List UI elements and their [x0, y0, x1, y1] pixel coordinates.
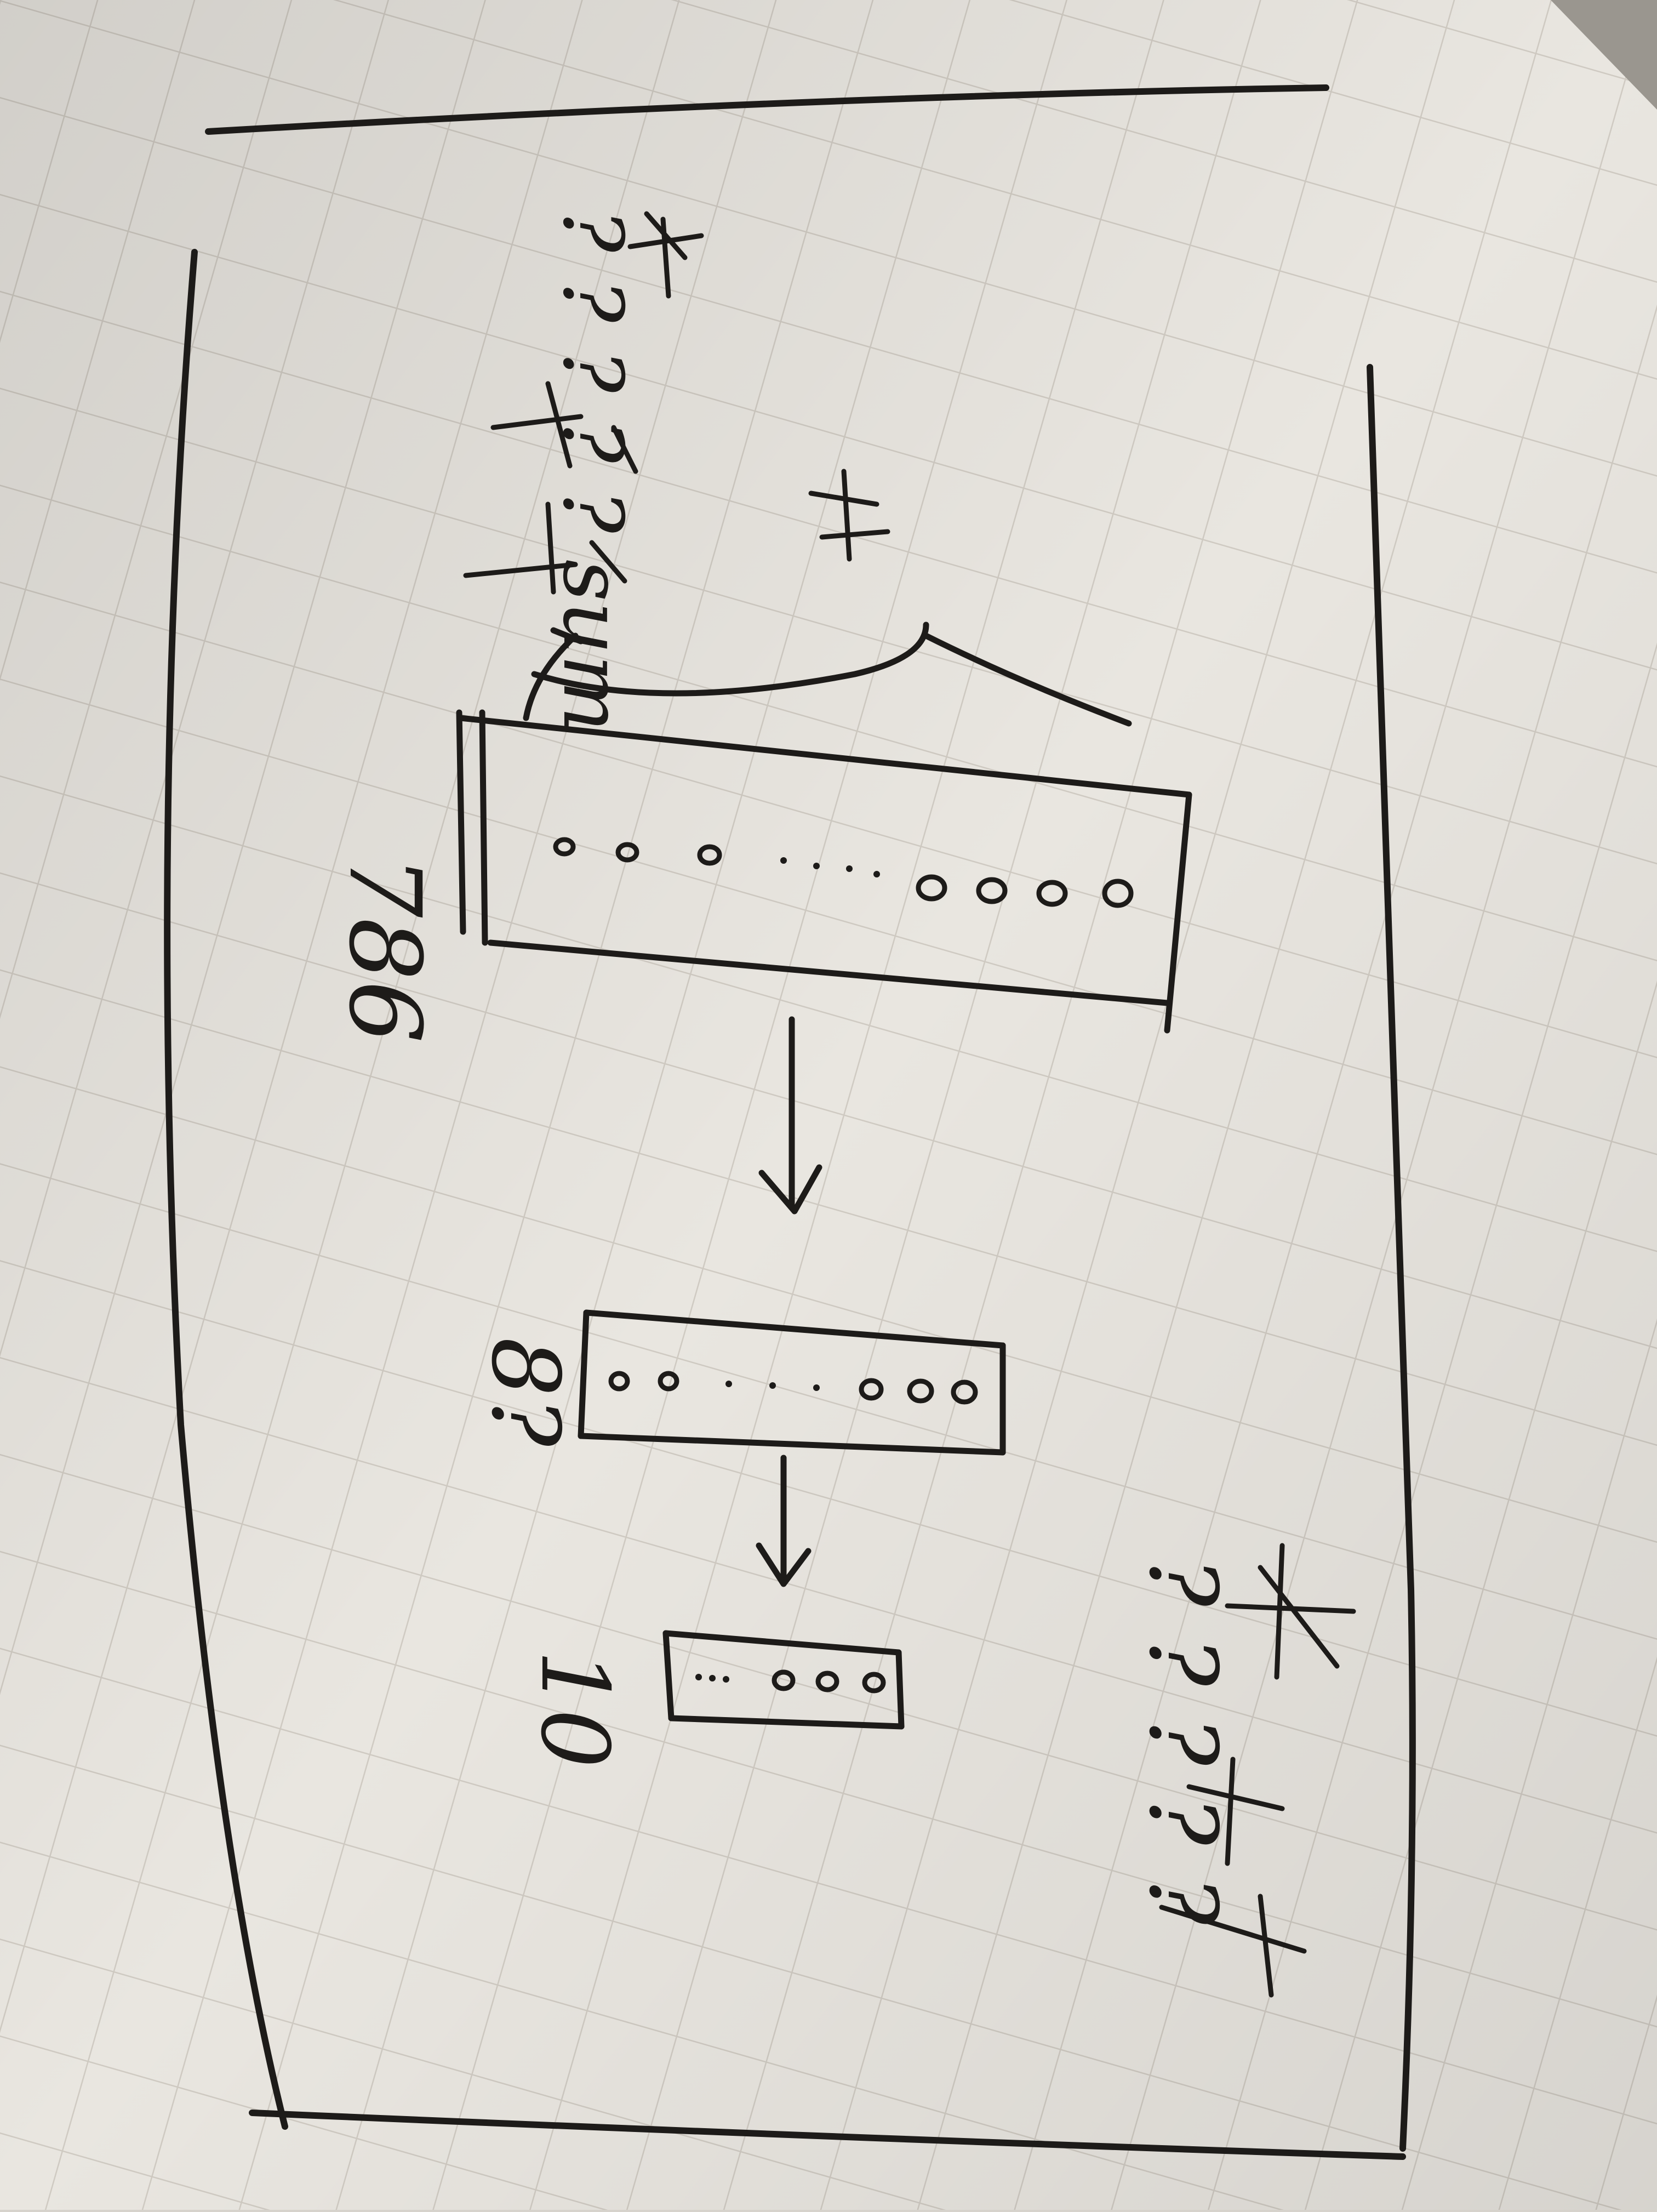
label-786: 786 [327, 855, 442, 1044]
handwriting-scribbles-top [463, 211, 890, 595]
annotation-bottom: ? ? ? ? ? [1128, 1557, 1237, 1925]
label-8x: 8? [471, 1337, 579, 1447]
arrow-786-to-8x [758, 1016, 822, 1215]
arrow-8x-to-10 [756, 1455, 812, 1587]
layer-neurons-786 [553, 837, 1134, 908]
outer-frame [164, 84, 1416, 2160]
layer-box-10 [662, 1630, 905, 1730]
handwriting-scribbles-bottom [1159, 1543, 1356, 1998]
layer-box-8x [578, 1309, 1006, 1456]
label-10: 10 [520, 1650, 628, 1768]
layer-neurons-8x [608, 1371, 978, 1405]
annotation-top: ? ? ? ? ? sum [545, 208, 640, 732]
layer-box-786 [456, 709, 1192, 1034]
layer-neurons-10 [695, 1669, 886, 1694]
brace-annotation [523, 622, 1132, 727]
table-corner [1551, 0, 1657, 110]
